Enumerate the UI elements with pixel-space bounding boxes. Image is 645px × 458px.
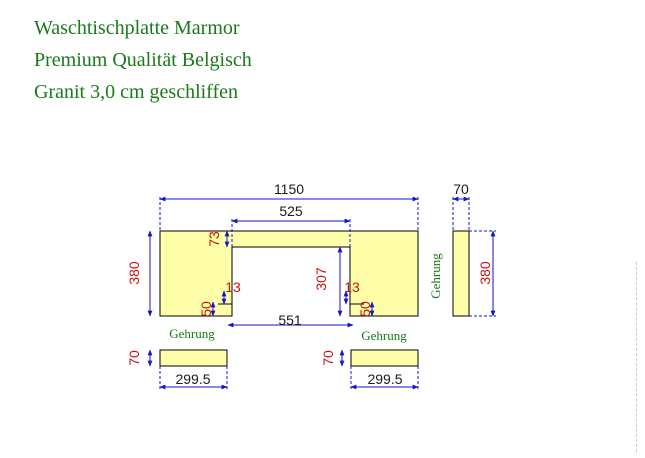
gehrung-label-right: Gehrung	[361, 328, 407, 343]
title-block: Waschtischplatte Marmor Premium Qualität…	[34, 12, 252, 108]
strip-right-part	[350, 349, 419, 367]
dimension-lines	[147, 196, 496, 390]
dim-inner-width: 525	[279, 203, 303, 219]
gehrung-label-side: Gehrung	[428, 253, 443, 299]
side-panel-part	[452, 230, 470, 317]
dim-strip-right-height: 70	[320, 350, 336, 366]
dim-left-step: 13	[225, 279, 241, 295]
dim-left-foot: 50	[198, 301, 214, 317]
dim-strip-left-width: 299.5	[175, 371, 210, 387]
dim-right-foot: 50	[357, 301, 373, 317]
dim-side-depth: 70	[453, 181, 469, 197]
dim-strip-right-width: 299.5	[367, 371, 402, 387]
dim-strip-left-height: 70	[126, 350, 142, 366]
dim-overall-width: 1150	[274, 181, 304, 197]
dim-side-height: 380	[477, 261, 493, 285]
dim-notch-depth: 73	[206, 231, 222, 247]
dim-bottom-width: 551	[278, 312, 302, 328]
gehrung-label-left: Gehrung	[169, 326, 215, 341]
dim-right-step: 13	[344, 279, 360, 295]
title-line-2: Premium Qualität Belgisch	[34, 49, 252, 71]
dim-height-left: 380	[126, 261, 142, 285]
strip-left-part	[159, 349, 228, 367]
divider-line	[636, 262, 637, 452]
title-line-1: Waschtischplatte Marmor	[34, 17, 240, 39]
title-line-3: Granit 3,0 cm geschliffen	[34, 81, 239, 103]
dim-inner-height: 307	[313, 267, 329, 291]
